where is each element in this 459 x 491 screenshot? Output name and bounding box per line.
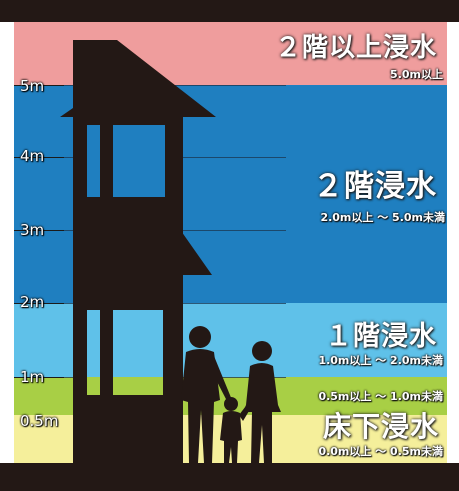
zone-range-above5: 5.0m以上 [390,68,443,81]
zone-title-first: １階浸水 [325,321,437,352]
zone-range-second: 2.0m以上 ～ 5.0m未満 [320,211,445,224]
scale-tick-5m [14,85,64,86]
zone-range-mid: 0.5m以上 ～ 1.0m未満 [318,390,443,403]
zone-title-above5: ２階以上浸水 [274,33,437,63]
ground [0,463,459,491]
scale-tick-3m [14,230,64,231]
zone-title-second: ２階浸水 [313,169,437,204]
scale-tick-2m [14,303,64,304]
scale-label-05m: 0.5m [20,412,59,430]
family-silhouette-icon [181,326,281,463]
house-silhouette-icon [60,40,216,463]
zone-title-floor: 床下浸水 [322,410,439,443]
scale-tick-4m [14,157,64,158]
scale-label-3m: 3m [20,221,45,239]
right-margin [447,22,459,463]
scale-label-2m: 2m [20,293,45,311]
scale-label-1m: 1m [20,368,45,386]
scale-label-4m: 4m [20,147,45,165]
scale-tick-1m [14,377,64,378]
scale-label-5m: 5m [20,77,45,95]
zone-range-floor: 0.0m以上 ～ 0.5m未満 [318,445,443,458]
left-margin [0,22,14,463]
zone-range-first: 1.0m以上 ～ 2.0m未満 [318,354,443,367]
top-border [0,0,459,22]
